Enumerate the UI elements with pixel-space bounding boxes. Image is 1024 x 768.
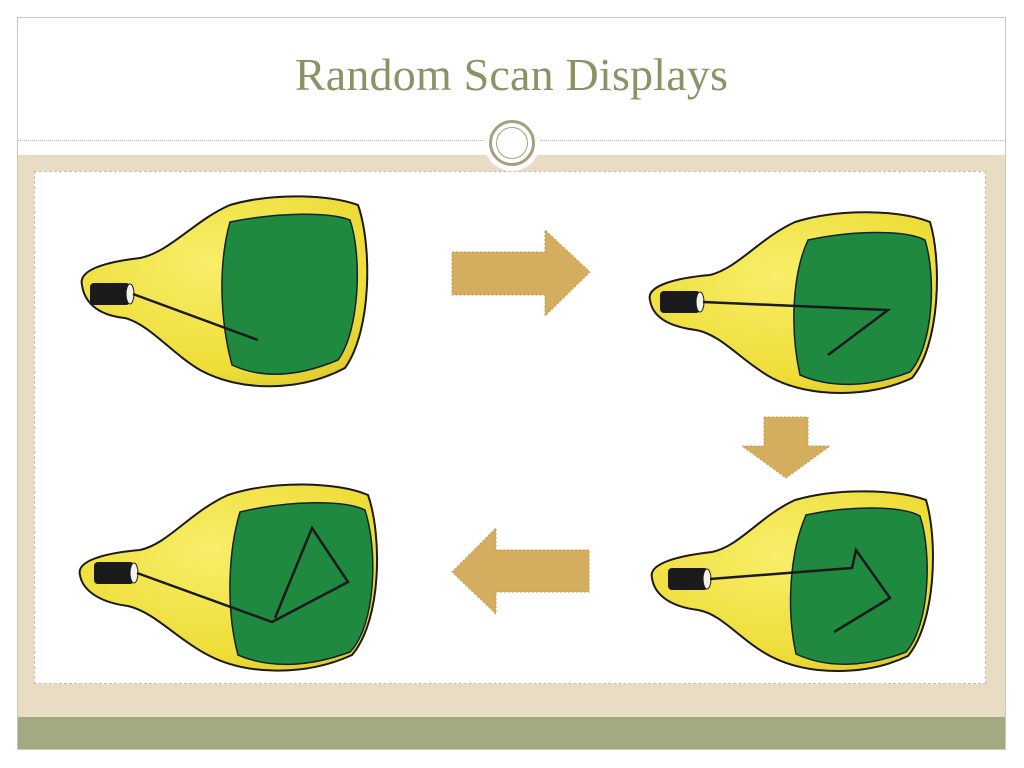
footer-bar (18, 717, 1005, 749)
slide-title: Random Scan Displays (294, 49, 729, 100)
electron-gun-icon (660, 291, 700, 313)
electron-gun-icon (94, 562, 134, 584)
crt-tube-2 (648, 211, 938, 394)
electron-gun-icon (90, 283, 130, 305)
crt-tube-4 (78, 483, 379, 672)
crt-tube-3 (650, 490, 934, 672)
circle-ornament-icon (489, 120, 535, 166)
arrow-down-icon (740, 416, 832, 479)
arrow-right-icon (451, 228, 591, 318)
electron-gun-icon (668, 568, 708, 590)
crt-tube-1 (80, 195, 369, 388)
arrow-left-icon (451, 526, 590, 616)
